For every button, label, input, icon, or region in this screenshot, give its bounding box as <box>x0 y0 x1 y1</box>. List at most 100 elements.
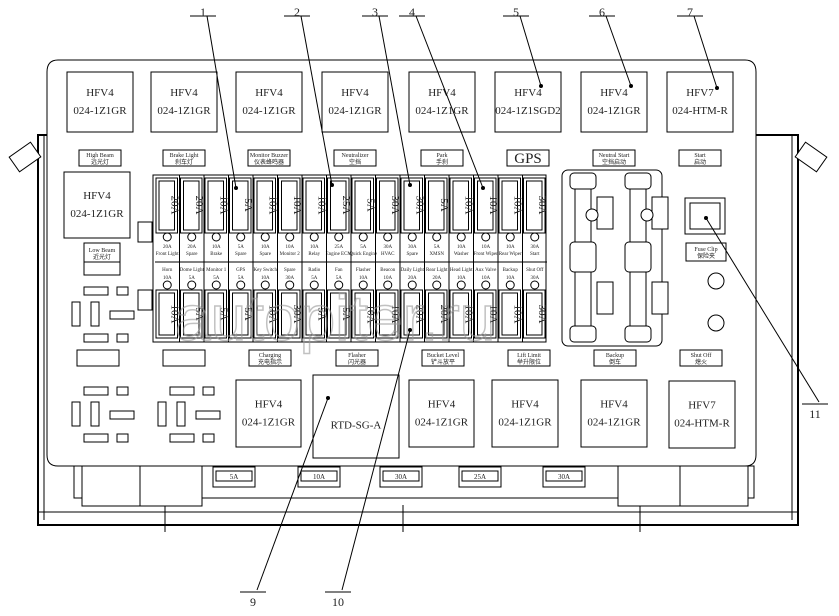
fuse-rating: 10A <box>487 305 499 324</box>
spare-fuse <box>382 470 420 482</box>
circuit-label <box>162 349 206 367</box>
test-point <box>407 280 417 290</box>
fuse-rating: 5A <box>438 198 450 212</box>
fuse-circuit: Shut Off <box>526 268 544 273</box>
fuse-amp: 30A <box>530 245 539 250</box>
relay-part-number: 024-1Z1GR <box>587 417 641 429</box>
terminal <box>116 386 129 396</box>
relay-body <box>408 379 475 448</box>
fuse-amp: 10A <box>212 245 221 250</box>
leader-line <box>693 15 718 89</box>
test-point <box>285 232 295 242</box>
label-text: Flasher <box>348 353 366 359</box>
fuse-circuit: Fan <box>335 268 343 273</box>
fuse-circuit: GPS <box>236 268 245 273</box>
fuse-rating: 5A <box>242 307 254 321</box>
fuse-bottom <box>354 292 371 336</box>
relay-body <box>321 71 389 133</box>
callout-number: 4 <box>409 5 415 19</box>
fuse-top <box>501 180 518 231</box>
relay-type: HFV4 <box>600 87 628 99</box>
leader-dot <box>704 216 708 220</box>
test-point <box>432 232 442 242</box>
label-text: Low Beam <box>89 248 116 254</box>
diode-cap <box>624 241 652 273</box>
fuse-rating: 10A <box>315 196 327 215</box>
relay-part-number: 024-1Z1GR <box>415 417 469 429</box>
label-text-cn: 充电指示 <box>258 358 282 366</box>
watermark: autopiter.ru <box>175 282 495 354</box>
fuse-circuit: Head Light <box>450 268 473 273</box>
label-box <box>76 349 120 367</box>
fuse-amp: 10A <box>285 245 294 250</box>
relay-body <box>235 71 303 133</box>
test-point <box>162 232 172 242</box>
test-point <box>456 232 466 242</box>
terminal <box>109 410 135 420</box>
callout-number: 7 <box>687 5 693 19</box>
spare-fuse <box>300 470 338 482</box>
label-box <box>678 149 722 167</box>
label-box <box>592 149 636 167</box>
fuse-bottom <box>158 292 175 336</box>
fuse-rating: 10A <box>462 305 474 324</box>
label-box <box>593 349 637 367</box>
label-text: Fuse Clip <box>694 247 717 253</box>
test-point <box>481 232 491 242</box>
fuse-amp: 20A <box>187 245 196 250</box>
fuse-rating: 5A <box>340 307 352 321</box>
callout-10: 10 <box>325 328 412 609</box>
fuse-amp: 10A <box>261 245 270 250</box>
terminal <box>195 410 221 420</box>
fuse-circuit: Rear Wiper <box>499 252 522 257</box>
relay-part-number: 024-1Z1GR <box>498 417 552 429</box>
test-point <box>530 232 540 242</box>
fuse-circuit: Spare <box>186 252 198 257</box>
test-point <box>358 232 368 242</box>
relay-type: HFV7 <box>686 87 714 99</box>
fuse-bottom <box>379 292 396 336</box>
fuse-circuit: Horn <box>162 268 173 273</box>
relay-body <box>491 379 559 448</box>
fuse-circuit: Monitor 2 <box>280 252 301 257</box>
fuse-rating: 10A <box>266 305 278 324</box>
callout-number: 2 <box>294 5 300 19</box>
test-point <box>407 232 417 242</box>
relay-body <box>235 379 302 448</box>
fuse-amp: 10A <box>359 276 368 281</box>
fuse-top <box>305 180 322 231</box>
fuse-rating: 30A <box>413 196 425 215</box>
fuse-bottom <box>501 292 518 336</box>
label-text: Bucket Level <box>427 353 459 359</box>
terminal <box>116 333 129 343</box>
fuse-amp: 30A <box>408 245 417 250</box>
relay-type: HFV4 <box>83 190 111 202</box>
label-box <box>679 349 723 367</box>
terminal <box>83 386 109 396</box>
fuse-rating: 10A <box>364 305 376 324</box>
label-text-cn: 铲斗放平 <box>431 358 455 366</box>
diode-block <box>596 281 614 315</box>
label-text-cn: 启动 <box>694 158 706 166</box>
leader-line <box>341 329 411 591</box>
leader-line <box>605 15 632 87</box>
fuse-circuit: HVAC <box>381 252 395 257</box>
fuse-top <box>452 180 469 231</box>
